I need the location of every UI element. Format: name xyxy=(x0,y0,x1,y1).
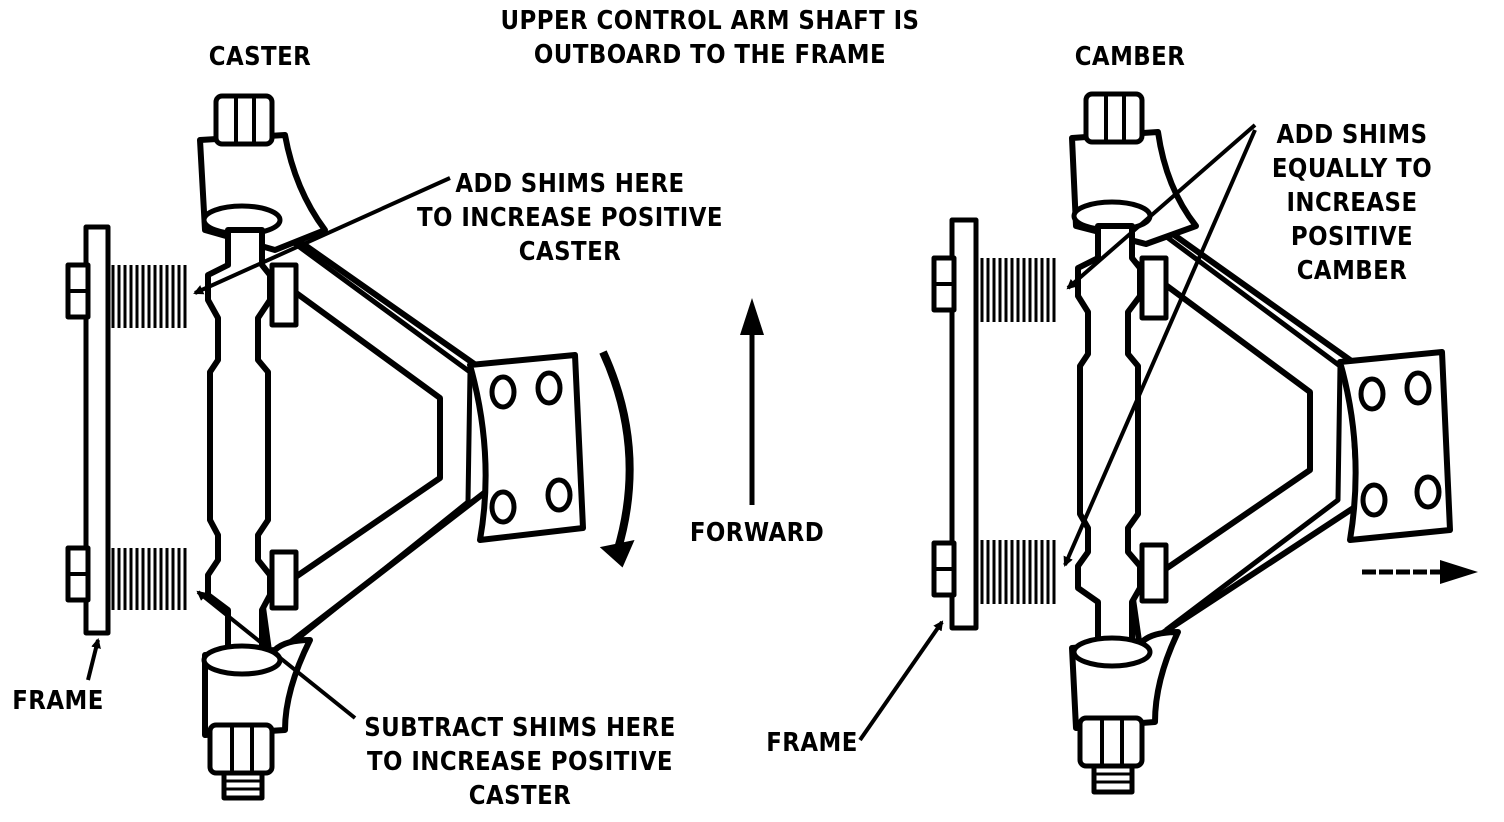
camber-heading: CAMBER xyxy=(1074,42,1186,72)
caster-frame-plate xyxy=(83,224,111,636)
caster-heading: CASTER xyxy=(208,42,312,72)
camber-frame-leader xyxy=(858,620,944,742)
forward-label: FORWARD xyxy=(689,518,825,548)
caster-lower-nut xyxy=(207,722,275,776)
camber-add-shims-leader-upper xyxy=(1066,123,1257,290)
caster-upper-nut xyxy=(213,93,275,147)
camber-tip-hole xyxy=(1358,376,1386,412)
caster-tip-hole xyxy=(489,374,517,410)
camber-frame-label: FRAME xyxy=(766,728,858,758)
caster-arm-tip-plate xyxy=(467,352,586,543)
caster-shim-stack-lower xyxy=(111,548,187,610)
caster-tip-hole xyxy=(489,489,517,525)
caster-add-shims-leader xyxy=(193,176,451,295)
diagram-title: UPPER CONTROL ARM SHAFT IS OUTBOARD TO T… xyxy=(499,4,921,72)
title-line: UPPER CONTROL ARM SHAFT IS xyxy=(500,6,920,36)
camber-add-shims-label: ADD SHIMS EQUALLY TO INCREASE POSITIVE C… xyxy=(1246,118,1457,288)
caster-shim-stack-upper xyxy=(111,265,187,328)
caster-subtract-shims-label: SUBTRACT SHIMS HERE TO INCREASE POSITIVE… xyxy=(353,711,687,813)
camber-tip-hole xyxy=(1360,482,1388,518)
caster-subtract-shims-line: SUBTRACT SHIMS HERE xyxy=(364,713,676,743)
camber-add-shims-line: ADD SHIMS xyxy=(1276,120,1428,150)
caster-subtract-shims-line: TO INCREASE POSITIVE xyxy=(367,747,673,777)
rotation-arrow xyxy=(599,350,634,554)
caster-subtract-shims-line: CASTER xyxy=(468,781,572,811)
caster-subtract-shims-leader xyxy=(196,590,357,720)
caster-frame-label: FRAME xyxy=(12,686,104,716)
caster-add-shims-line: CASTER xyxy=(518,237,622,267)
camber-assembly xyxy=(931,91,1453,795)
camber-add-shims-line: EQUALLY TO xyxy=(1271,154,1433,184)
camber-lower-nut xyxy=(1077,715,1145,769)
camber-add-shims-leader-lower xyxy=(1063,129,1257,567)
caster-shaft xyxy=(205,227,273,653)
camber-tip-hole xyxy=(1404,370,1432,406)
caster-tip-hole xyxy=(535,370,563,406)
caster-add-shims-label: ADD SHIMS HERE TO INCREASE POSITIVE CAST… xyxy=(412,167,729,269)
caster-tip-hole xyxy=(545,477,573,513)
caster-assembly xyxy=(65,93,586,801)
camber-add-shims-line: POSITIVE xyxy=(1290,222,1414,252)
caster-add-shims-line: TO INCREASE POSITIVE xyxy=(417,203,723,233)
camber-upper-nut xyxy=(1083,91,1145,145)
camber-shim-stack-lower xyxy=(980,540,1056,604)
camber-tip-hole xyxy=(1414,474,1442,510)
camber-add-shims-line: INCREASE xyxy=(1286,188,1418,218)
camber-arm-tip-plate xyxy=(1337,349,1453,543)
caster-add-shims-line: ADD SHIMS HERE xyxy=(455,169,685,199)
camber-shim-stack-upper xyxy=(980,258,1056,322)
camber-shaft xyxy=(1075,223,1143,645)
title-line: OUTBOARD TO THE FRAME xyxy=(533,40,887,70)
caster-frame-leader xyxy=(86,638,101,681)
camber-add-shims-line: CAMBER xyxy=(1296,256,1408,286)
